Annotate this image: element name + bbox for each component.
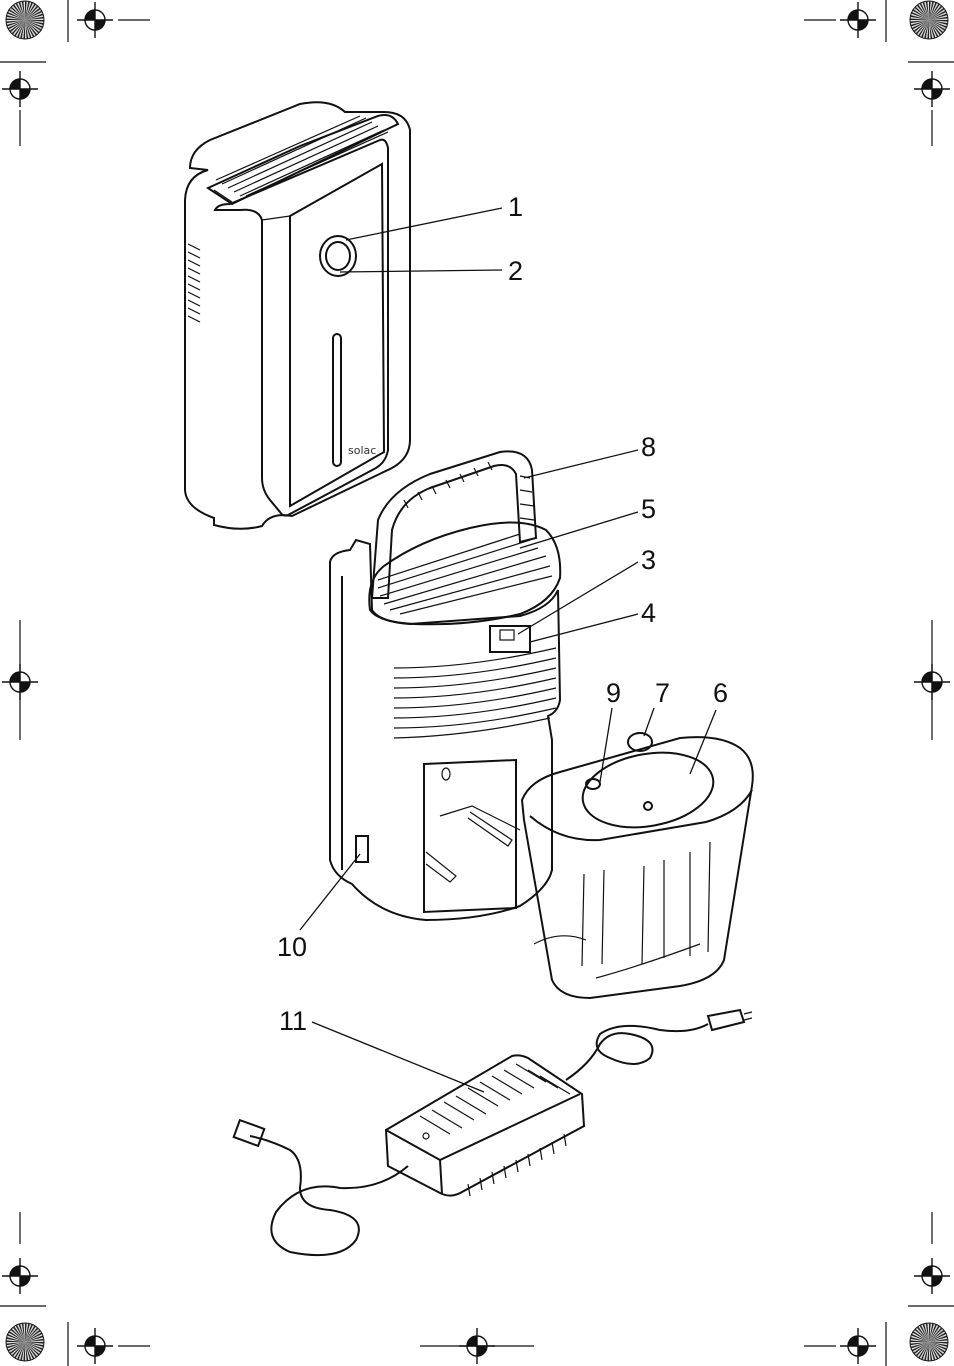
reg-target-top-right <box>840 2 876 38</box>
callout-5: 5 <box>641 494 656 524</box>
callout-7: 7 <box>655 678 670 708</box>
starburst-top-right <box>910 1 948 39</box>
dehumidifier-front-view: solac <box>185 102 410 529</box>
power-adapter <box>234 1010 752 1255</box>
reg-target-left-upper <box>2 71 38 107</box>
reg-target-left-lower <box>2 1258 38 1294</box>
rear-vents <box>394 648 556 738</box>
callout-6: 6 <box>713 678 728 708</box>
reg-target-right-upper <box>914 71 950 107</box>
callout-2: 2 <box>508 256 523 286</box>
reg-target-bottom-left <box>77 1328 113 1364</box>
starburst-bottom-right <box>910 1323 948 1361</box>
starburst-bottom-left <box>6 1323 44 1361</box>
side-vents <box>188 244 200 322</box>
water-tank[interactable] <box>522 733 753 998</box>
callout-9: 9 <box>606 678 621 708</box>
reg-target-top-left <box>77 2 113 38</box>
callout-3: 3 <box>641 545 656 575</box>
power-socket[interactable] <box>356 836 368 862</box>
callout-4: 4 <box>641 598 656 628</box>
callout-10: 10 <box>277 932 307 962</box>
appliance-plug[interactable] <box>234 1120 265 1146</box>
water-level-window <box>333 334 341 466</box>
dehumidifier-rear-body <box>330 451 560 920</box>
starburst-top-left <box>6 1 44 39</box>
brand-logo: solac <box>348 444 376 457</box>
mains-cord <box>566 1024 708 1080</box>
output-cord <box>250 1136 408 1255</box>
callout-11: 11 <box>279 1006 307 1036</box>
callout-1: 1 <box>508 192 523 222</box>
reg-target-right-lower <box>914 1258 950 1294</box>
reg-target-bottom-right <box>840 1328 876 1364</box>
callout-8: 8 <box>641 432 656 462</box>
mains-plug[interactable] <box>708 1010 744 1030</box>
adapter-vents <box>420 1064 570 1196</box>
leader-lines <box>300 208 716 1092</box>
